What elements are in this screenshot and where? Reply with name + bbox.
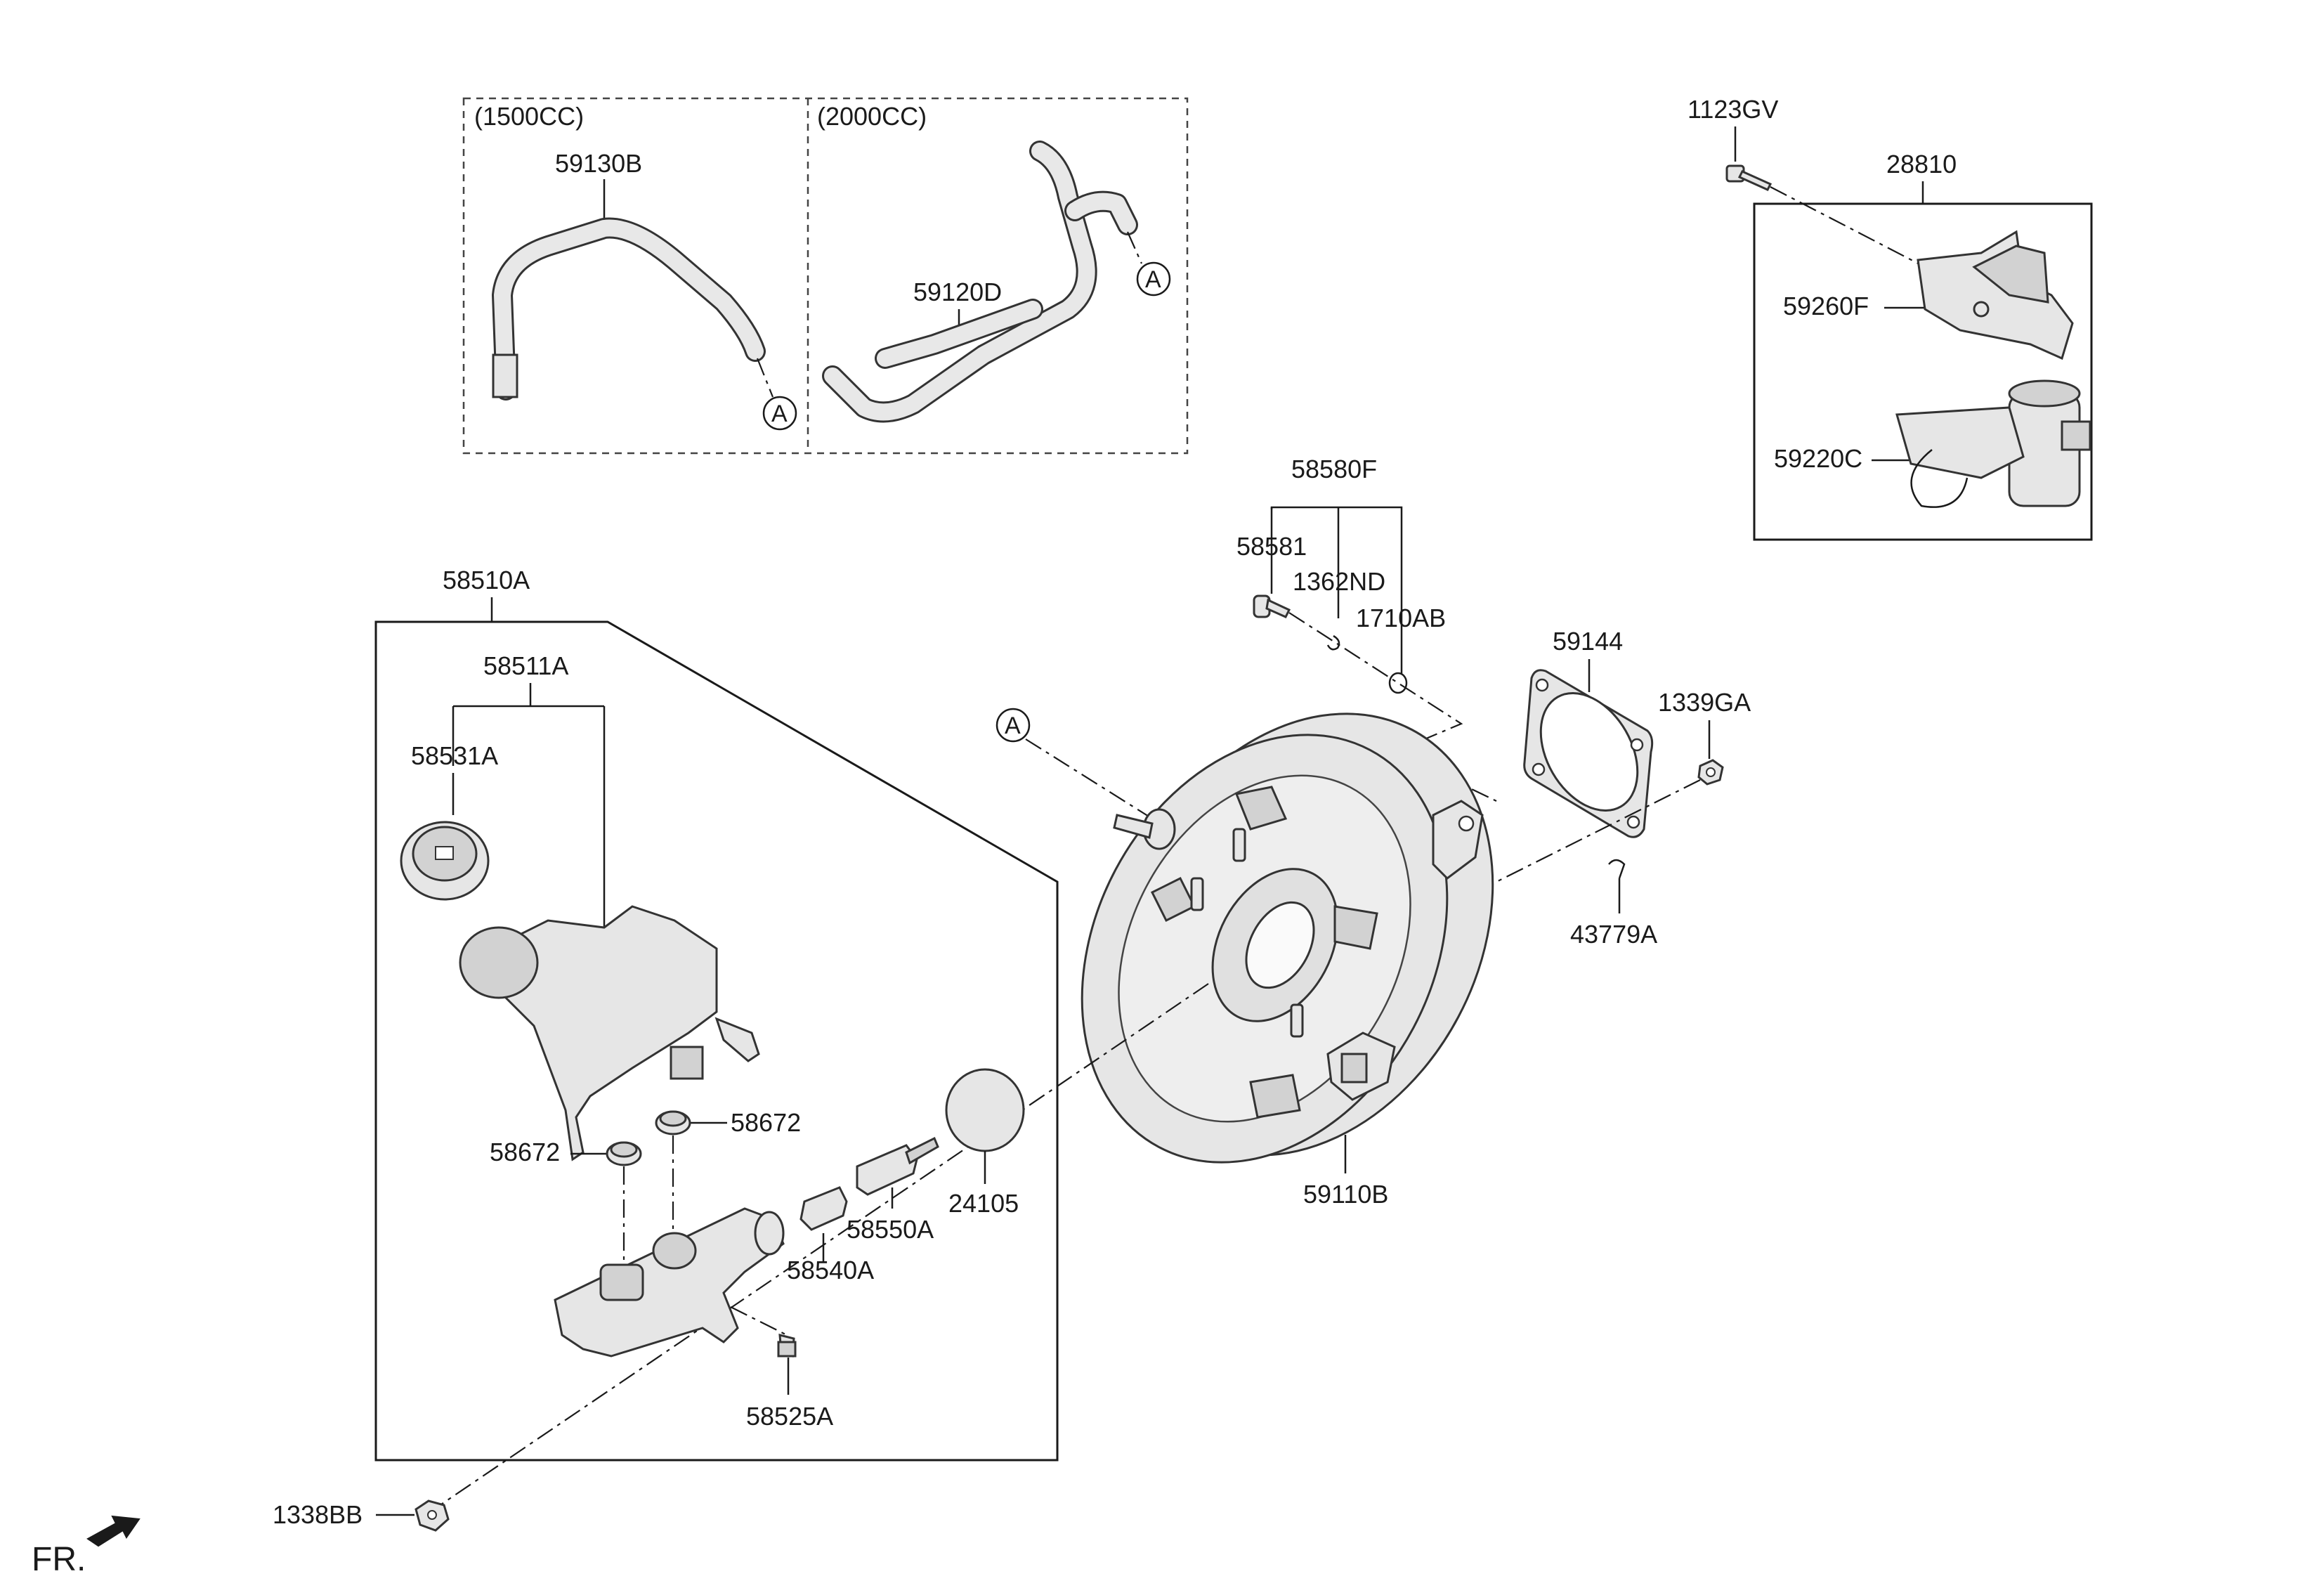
vacuum-pump-59220C bbox=[1895, 379, 2091, 508]
nut-1339GA-axis bbox=[1475, 779, 1701, 893]
clip-43779A bbox=[1608, 859, 1626, 879]
callout-a-text-1: A bbox=[771, 401, 788, 427]
booster-center-hole bbox=[1245, 901, 1315, 989]
part-59220C-label: 59220C bbox=[1774, 444, 1862, 473]
callout-a-leader-2 bbox=[1126, 231, 1143, 264]
part-59110B-label: 59110B bbox=[1303, 1180, 1388, 1209]
seal-58540A bbox=[799, 1186, 848, 1231]
part-58540A-label: 58540A bbox=[787, 1256, 874, 1284]
bolt-1123GV-axis bbox=[1770, 186, 1926, 268]
booster-rib-2 bbox=[1333, 905, 1378, 950]
master-cylinder-body bbox=[554, 1207, 785, 1358]
washer-1710AB bbox=[1388, 672, 1408, 694]
master-cylinder-group: 58510A 58511A 58531A 58672 58672 bbox=[374, 566, 1059, 1462]
part-1362ND-label: 1362ND bbox=[1293, 567, 1385, 596]
part-58511A-bracket bbox=[452, 683, 606, 928]
callout-a-leader-1 bbox=[756, 358, 774, 398]
callout-a-circle-1 bbox=[762, 396, 797, 431]
part-59130B-label: 59130B bbox=[555, 149, 642, 178]
booster-pushrod-clevis bbox=[1432, 800, 1484, 880]
nut-1339GA bbox=[1697, 759, 1724, 786]
vacuum-hose-variants-group: (1500CC) (2000CC) 59130B A 59120D A bbox=[462, 97, 1189, 455]
brake-booster-59110B: A 59110B bbox=[421, 708, 1494, 1518]
nut-1338BB bbox=[414, 1499, 450, 1532]
part-58580F-label: 58580F bbox=[1291, 455, 1377, 483]
vacuum-pump-group: 1123GV 28810 59260F 59220C bbox=[1687, 95, 2093, 541]
master-cylinder-box bbox=[374, 620, 1059, 1462]
part-58511A-label: 58511A bbox=[483, 651, 568, 680]
booster-rib-1 bbox=[1234, 786, 1288, 831]
part-58510A-label: 58510A bbox=[443, 566, 530, 594]
part-43779A-label: 43779A bbox=[1570, 920, 1657, 949]
part-58550A-label: 58550A bbox=[847, 1215, 934, 1244]
callout-a-text-2: A bbox=[1145, 266, 1161, 293]
screw-axis bbox=[730, 1306, 788, 1336]
booster-sensor bbox=[1326, 1031, 1396, 1101]
part-58672-label-left: 58672 bbox=[490, 1138, 560, 1166]
pump-assembly-box bbox=[1753, 202, 2093, 541]
variant-1500cc-label: (1500CC) bbox=[474, 102, 584, 131]
booster-hardware-group: 58580F 58581 1362ND 1710AB 59144 1339GA bbox=[1236, 455, 1751, 949]
reservoir-cap-58531A bbox=[400, 821, 490, 901]
variant-2000cc-label: (2000CC) bbox=[817, 102, 927, 131]
bolt-1123GV bbox=[1725, 164, 1773, 191]
part-58525A-label: 58525A bbox=[746, 1402, 833, 1431]
hose-end-fitting bbox=[492, 353, 518, 398]
grommet-58672-left bbox=[606, 1141, 642, 1166]
front-direction-indicator: FR. bbox=[32, 1515, 141, 1578]
pin-58581 bbox=[1253, 594, 1291, 618]
clip-1362ND bbox=[1326, 634, 1340, 651]
diaphragm-24105 bbox=[945, 1068, 1025, 1152]
part-28810-label: 28810 bbox=[1886, 150, 1957, 178]
part-1123GV-label: 1123GV bbox=[1687, 95, 1778, 124]
callout-a-text-3: A bbox=[1005, 712, 1021, 739]
part-1339GA-label: 1339GA bbox=[1658, 688, 1751, 717]
gasket-59144 bbox=[1523, 669, 1654, 838]
part-58581-label: 58581 bbox=[1236, 532, 1307, 561]
pump-bracket-59260F bbox=[1917, 230, 2074, 360]
booster-rib-4 bbox=[1249, 1074, 1301, 1119]
nut-1338BB-group: 1338BB bbox=[273, 1499, 450, 1532]
booster-check-valve bbox=[1113, 808, 1176, 850]
part-24105-label: 24105 bbox=[948, 1189, 1019, 1218]
front-arrow-icon bbox=[86, 1515, 141, 1547]
part-1710AB-label: 1710AB bbox=[1356, 604, 1446, 632]
callout-a-circle-2 bbox=[1136, 261, 1171, 297]
vacuum-hose-59120D bbox=[822, 141, 1138, 423]
callout-a-circle-3 bbox=[995, 708, 1031, 743]
callout-a-leader-3 bbox=[1025, 738, 1153, 819]
part-1338BB-label: 1338BB bbox=[273, 1500, 363, 1529]
fluid-reservoir-58511A bbox=[459, 905, 760, 1161]
booster-master-axis bbox=[421, 983, 1209, 1518]
piston-58550A bbox=[856, 1136, 939, 1196]
part-58531A-label: 58531A bbox=[411, 741, 498, 770]
part-59260F-label: 59260F bbox=[1783, 292, 1869, 320]
booster-studs bbox=[1190, 828, 1304, 1038]
front-label: FR. bbox=[32, 1541, 86, 1578]
part-58672-label-right: 58672 bbox=[731, 1108, 801, 1137]
variants-dashed-box bbox=[462, 97, 1189, 455]
screw-58525A bbox=[777, 1334, 797, 1358]
part-59120D-label: 59120D bbox=[913, 278, 1002, 306]
vacuum-hose-59130B bbox=[492, 217, 766, 401]
part-59144-label: 59144 bbox=[1553, 627, 1623, 656]
grommet-58672-right bbox=[655, 1110, 691, 1135]
